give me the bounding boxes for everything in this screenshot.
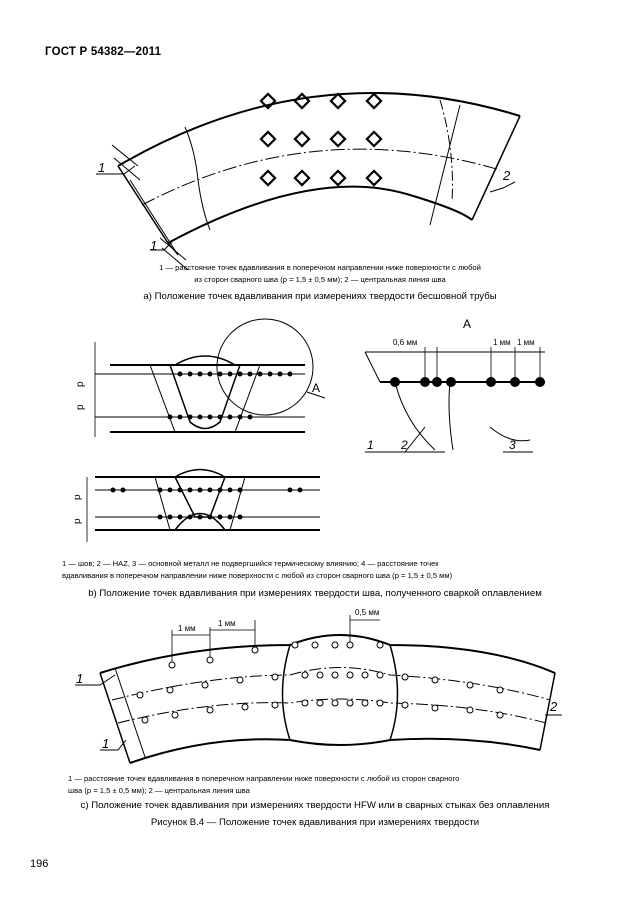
caption-b: b) Положение точек вдавливания при измер… [88,588,542,599]
dim-1mm-a: 1 мм [493,338,511,347]
caption-a: а) Положение точек вдавливания при измер… [143,291,497,302]
caption-c: с) Положение точек вдавливания при измер… [80,800,550,811]
dim-0-6: 0,6 мм [393,338,417,347]
label-1-c-bottom: 1 [102,736,109,751]
label-1-top: 1 [98,160,105,175]
legend-b-line1: 1 — шов; 2 — HAZ, 3 — основной металл не… [62,559,439,568]
label-1-c-top: 1 [76,671,83,686]
legend-a-line2: из сторон сварного шва (p = 1,5 ± 0,5 мм… [194,275,446,284]
dim-1mm-b: 1 мм [517,338,535,347]
dim-1mm-c-a: 1 мм [178,624,196,633]
dim-0-5: 0,5 мм [355,608,379,617]
label-2: 2 [502,168,511,183]
num-3: 3 [509,438,516,452]
figure-a-seamless-pipe: 1 1 2 [96,92,521,270]
dim-p-top2: p [75,404,86,410]
page-number: 196 [30,858,49,870]
label-1-bottom: 1 [150,238,157,253]
legend-a-line1: 1 — расстояние точек вдавливания в попер… [159,263,481,272]
figure-b-flash-weld: p p p p A A 0,6 мм 1 мм 1 мм 1 2 3 [75,317,545,542]
legend-c-line2: шва (p = 1,5 ± 0,5 мм); 2 — центральная … [68,786,250,795]
dim-p-bottom: p [75,494,83,500]
figure-caption: Рисунок В.4 — Положение точек вдавливани… [150,817,480,828]
detail-label: A [463,317,471,331]
num-2: 2 [400,438,408,452]
dim-1mm-c-b: 1 мм [218,619,236,628]
dim-p-top: p [75,381,86,387]
figure-c-hfw-weld: 0,5 мм 1 мм 1 мм 1 1 2 [75,608,562,764]
document-header: ГОСТ Р 54382—2011 [45,46,162,58]
label-2-c: 2 [549,699,558,714]
num-1: 1 [367,438,374,452]
dim-p-bottom2: p [75,518,83,524]
legend-c-line1: 1 — расстояние точек вдавливания в попер… [68,774,460,783]
legend-b-line2: вдавливания в поперечном направлении ниж… [62,571,453,580]
detail-callout: A [312,381,320,395]
